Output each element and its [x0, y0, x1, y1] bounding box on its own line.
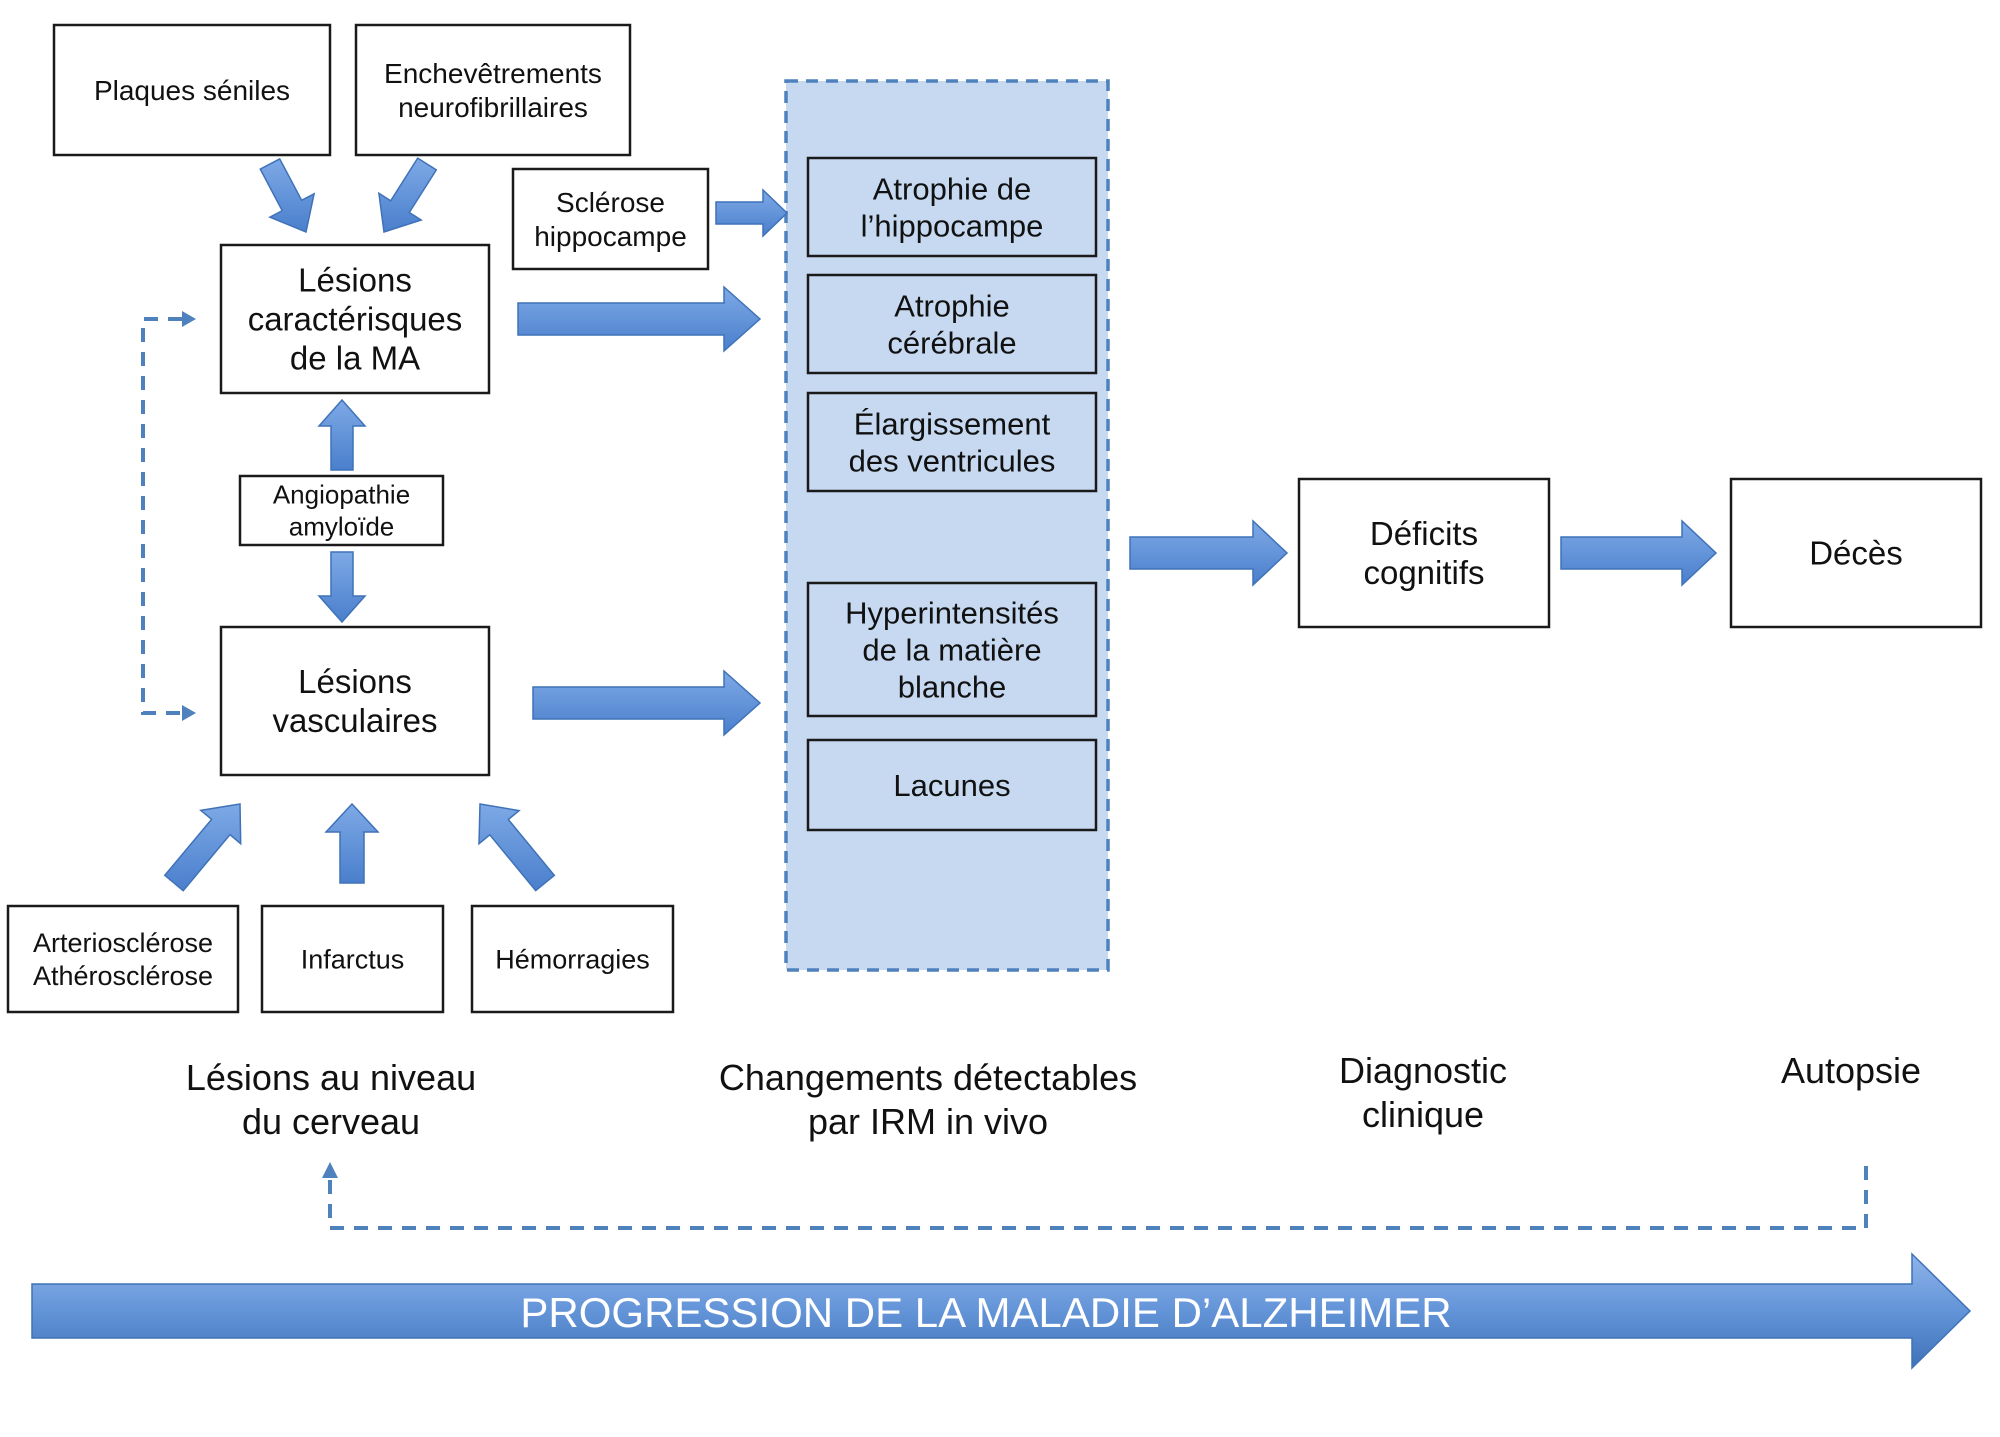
box-deces: Décès [1729, 477, 1983, 629]
arrow-vasculaires-to-mri [532, 669, 762, 737]
box-atrophie-cerebrale-text-line: cérébrale [887, 325, 1016, 360]
box-deces-frame [1729, 477, 1983, 629]
stage-label-diagnostic: clinique [1362, 1094, 1484, 1135]
box-lesions-ma-text-line: caractérisques [248, 301, 463, 338]
stage-label-cerveau: du cerveau [242, 1101, 420, 1142]
box-lesions-vasculaires-frame [219, 625, 491, 777]
box-plaques-seniles-text-line: Plaques séniles [94, 75, 290, 106]
box-hyperintensites-frame [806, 581, 1098, 718]
box-enchevetrements-text-line: Enchevêtrements [384, 58, 602, 89]
stage-label-irm: par IRM in vivo [808, 1101, 1048, 1142]
arrow-mri-to-deficits [1129, 519, 1289, 587]
arrow-angiopathie-to-vasculaires [317, 551, 367, 624]
arrow-infarctus-to-vasculaires [324, 802, 380, 884]
box-plaques-seniles-frame [52, 23, 332, 157]
dashed-link-left-head-bottom [182, 705, 196, 721]
box-angiopathie-frame [238, 474, 445, 547]
box-sclerose-hippocampe-text-line: Sclérose [556, 187, 665, 218]
box-arterio-text-line: Arteriosclérose [33, 928, 213, 958]
box-lacunes-text-line: Lacunes [893, 768, 1010, 803]
box-lesions-vasculaires-text-line: vasculaires [272, 702, 437, 739]
box-deficits-cognitifs-text-line: Déficits [1370, 515, 1478, 552]
box-infarctus-text-line: Infarctus [301, 944, 405, 974]
progression-label: PROGRESSION DE LA MALADIE D’ALZHEIMER [520, 1289, 1451, 1336]
box-sclerose-hippocampe-frame [511, 167, 710, 271]
box-hemorragies-frame [470, 904, 675, 1014]
box-arterio-frame [6, 904, 240, 1014]
arrow-deficits-to-deces [1560, 519, 1718, 587]
box-deficits-cognitifs-frame [1297, 477, 1551, 629]
arrow-plaques-to-ma [259, 157, 316, 234]
box-atrophie-cerebrale-frame [806, 273, 1098, 375]
arrow-hemorragies-to-vasculaires [478, 803, 556, 892]
box-sclerose-hippocampe-text-line: hippocampe [534, 221, 687, 252]
stage-label-diagnostic: Diagnostic [1339, 1050, 1507, 1091]
box-atrophie-hippocampe: Atrophie del’hippocampe [806, 156, 1098, 258]
arrow-angiopathie-to-ma [317, 398, 367, 471]
box-lacunes-frame [806, 738, 1098, 832]
arrow-arterio-to-vasculaires [163, 803, 242, 892]
box-atrophie-hippocampe-text-line: l’hippocampe [861, 208, 1044, 243]
box-lesions-ma-text-line: Lésions [298, 262, 412, 299]
stage-label-irm: Changements détectables [719, 1057, 1137, 1098]
box-infarctus: Infarctus [260, 904, 445, 1014]
dashed-link-left-head-top [182, 311, 196, 327]
progression-arrow [31, 1252, 1972, 1370]
box-infarctus-frame [260, 904, 445, 1014]
box-atrophie-hippocampe-text-line: Atrophie de [873, 171, 1032, 206]
box-plaques-seniles: Plaques séniles [52, 23, 332, 157]
box-hyperintensites-text-line: blanche [898, 669, 1007, 704]
box-angiopathie-text-line: amyloïde [289, 512, 395, 542]
dashed-link-left [141, 317, 182, 715]
box-elargissement-frame [806, 391, 1098, 493]
box-atrophie-cerebrale-text-line: Atrophie [894, 288, 1009, 323]
stage-label-cerveau: Lésions au niveau [186, 1057, 476, 1098]
arrow-sclerose-to-mri [715, 188, 789, 238]
dashed-link-autopsy [328, 1166, 1868, 1230]
stage-label-autopsie: Autopsie [1781, 1050, 1921, 1091]
box-lesions-ma-frame [219, 243, 491, 395]
box-deficits-cognitifs-text-line: cognitifs [1363, 554, 1484, 591]
box-arterio-text-line: Athérosclérose [33, 961, 213, 991]
box-hyperintensites-text-line: Hyperintensités [845, 595, 1059, 630]
box-hemorragies: Hémorragies [470, 904, 675, 1014]
box-atrophie-hippocampe-frame [806, 156, 1098, 258]
arrow-enchevetrements-to-ma [377, 157, 438, 233]
dashed-link-autopsy-head [322, 1162, 338, 1178]
box-enchevetrements-text-line: neurofibrillaires [398, 92, 588, 123]
box-elargissement-text-line: Élargissement [854, 406, 1051, 441]
box-lacunes: Lacunes [806, 738, 1098, 832]
box-deces-text-line: Décès [1809, 535, 1903, 572]
box-hyperintensites-text-line: de la matière [862, 632, 1041, 667]
box-enchevetrements-frame [354, 23, 632, 157]
arrow-ma-to-mri [517, 285, 762, 353]
box-elargissement-text-line: des ventricules [849, 443, 1056, 478]
box-hemorragies-text-line: Hémorragies [495, 944, 650, 974]
box-lesions-ma-text-line: de la MA [290, 340, 420, 377]
box-lesions-vasculaires-text-line: Lésions [298, 663, 412, 700]
box-angiopathie-text-line: Angiopathie [273, 480, 410, 510]
